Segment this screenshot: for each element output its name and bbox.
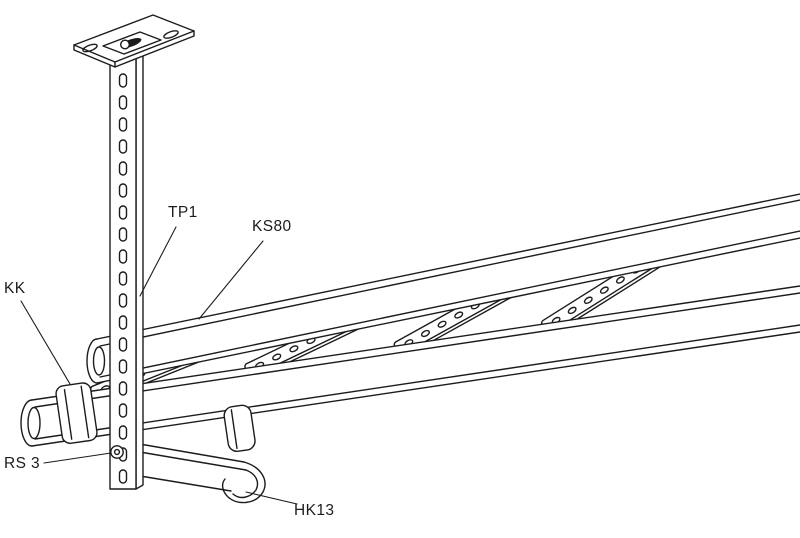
- hook-inner-curve: [232, 469, 259, 499]
- label-rs3: RS 3: [4, 455, 41, 472]
- hook-outer-curve: [221, 461, 266, 504]
- label-ks80: KS80: [252, 218, 292, 235]
- leader-line-rs3: [43, 452, 112, 464]
- strut-tp1: [109, 51, 144, 490]
- label-hk13: HK13: [294, 502, 335, 519]
- leader-line-tp1: [139, 226, 177, 297]
- ladder-near-rail: [20, 285, 800, 447]
- leader-lines: [20, 226, 298, 505]
- leader-line-ks80: [198, 240, 264, 320]
- plate-right-slot: [163, 30, 179, 39]
- rail-coupler-kk: [55, 382, 98, 445]
- ceiling-plate: [73, 14, 195, 68]
- bolt-rs3: [110, 445, 124, 459]
- label-tp1: TP1: [168, 204, 198, 221]
- leader-line-hk13: [245, 491, 298, 505]
- plate-left-slot: [82, 43, 98, 53]
- plate-screw-head: [119, 39, 130, 50]
- leader-line-kk: [20, 300, 71, 385]
- strut-slots: [118, 73, 128, 484]
- strut-side-face: [135, 51, 144, 490]
- label-kk: KK: [4, 280, 26, 297]
- bracket-hk13: [127, 441, 266, 504]
- far-rail-end-profile: [92, 346, 106, 376]
- rail-clamp: [223, 404, 256, 453]
- ladder-far-rail: [86, 193, 800, 384]
- near-rail-end-profile: [27, 406, 41, 440]
